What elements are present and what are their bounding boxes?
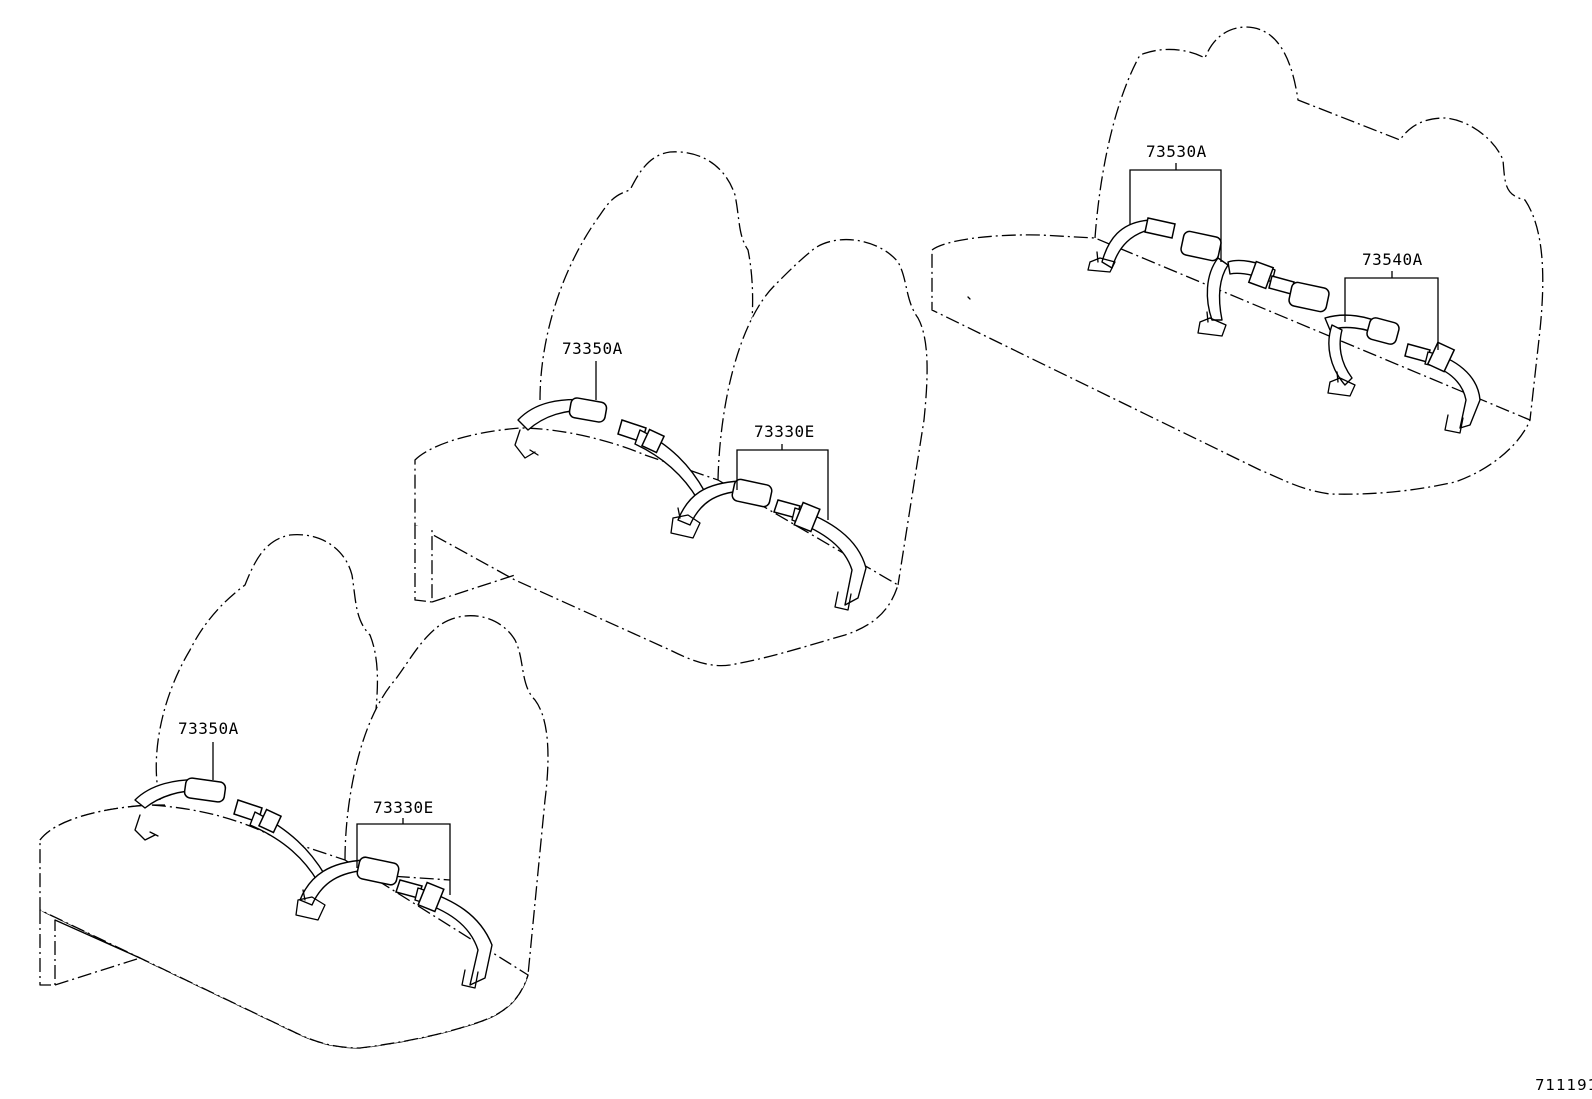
anchor-left <box>1087 251 1116 273</box>
anchor-center <box>295 889 326 921</box>
buckle-73350A <box>568 397 608 423</box>
seat-cushion-fill <box>39 804 529 1049</box>
anchor-center-a <box>1197 311 1227 337</box>
buckle-73540A <box>1288 281 1330 313</box>
anchor-center-b <box>1327 371 1356 397</box>
slider-center <box>1247 260 1275 290</box>
callout-73330E: 73330E <box>754 422 815 441</box>
callout-73540A: 73540A <box>1362 250 1423 269</box>
anchor-right <box>834 591 852 611</box>
buckle-73330E <box>731 478 773 508</box>
leader-73530A <box>1129 163 1222 262</box>
leader-73330E <box>736 444 829 520</box>
seat-base-side <box>54 919 141 959</box>
slider-left <box>257 808 283 834</box>
figure-number: 711191 <box>1535 1076 1592 1094</box>
seat-back-left-outline <box>539 151 754 401</box>
callout-73330E: 73330E <box>373 798 434 817</box>
anchor-center <box>670 507 701 539</box>
seat-cushion <box>414 427 899 667</box>
buckle-right <box>1366 317 1400 345</box>
seat-back-outline <box>1094 26 1544 421</box>
seat-back-right-outline <box>344 615 549 976</box>
anchor-right <box>1444 414 1464 434</box>
slider-right <box>417 881 445 913</box>
front-seat-assembly-middle: 73350A 73330E <box>414 151 928 667</box>
anchor-bolt-left <box>514 429 539 459</box>
seat-back-left-outline <box>155 534 379 801</box>
slider-left <box>640 428 666 454</box>
anchor-bolt-left <box>134 814 159 841</box>
belt-strap-center-a <box>1206 257 1229 321</box>
slider-right <box>1426 341 1456 373</box>
slider-right <box>793 501 821 533</box>
callout-73530A: 73530A <box>1146 142 1207 161</box>
front-seat-assembly-lower: 73350A 73330E <box>39 534 549 1049</box>
buckle-73330E <box>356 856 400 886</box>
rear-seat-assembly: 73530A 73540A <box>931 26 1544 495</box>
latch-plate-left <box>1144 217 1176 239</box>
seat-cushion <box>931 234 1531 495</box>
anchor-right <box>461 969 479 989</box>
leader-73540A <box>1344 271 1439 350</box>
seat-base <box>39 910 141 986</box>
cushion-mark <box>967 296 971 300</box>
buckle-73350A <box>183 777 227 803</box>
buckle-73530A <box>1180 230 1222 262</box>
seat-base <box>414 525 516 603</box>
callout-73350A: 73350A <box>178 719 239 738</box>
leader-73330E <box>356 818 451 895</box>
callout-73350A: 73350A <box>562 339 623 358</box>
